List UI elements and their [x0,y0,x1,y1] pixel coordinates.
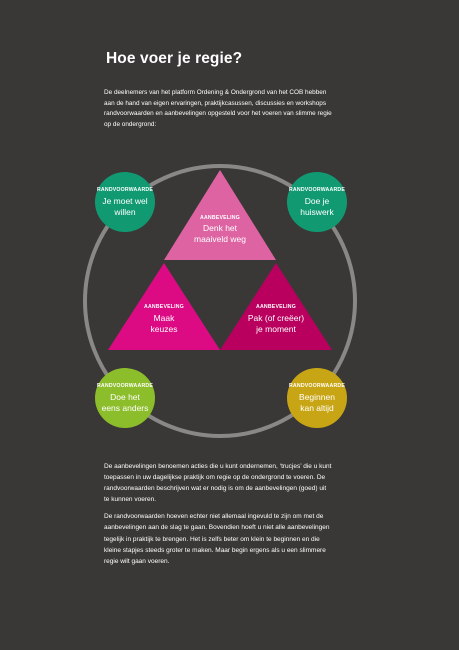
circle-label-line: Doe het [110,392,140,402]
circle-je-moet-wel-willen: RANDVOORWAARDE Je moet wel willen [95,172,155,232]
intro-line: De deelnemers van het platform Ordening … [104,89,327,96]
outer-ring [83,164,357,438]
circle-kicker: RANDVOORWAARDE [97,383,153,389]
triangle-kicker: AANBEVELING [200,215,240,221]
paragraph-line: toepassen in uw dagelijkse praktijk om r… [104,474,326,482]
circle-shape [95,368,155,428]
triangle-label-line: keuzes [151,324,178,334]
paragraph-line: randvoorwaarden beschrijven wat er nodig… [104,485,327,493]
circle-shape [287,172,347,232]
circle-kicker: RANDVOORWAARDE [289,383,345,389]
circle-doe-het-eens-anders: RANDVOORWAARDE Doe het eens anders [95,368,155,428]
circle-label-line: eens anders [102,403,149,413]
triangle-label-line: Pak (of creëer) [248,313,304,323]
triangle-label-line: maaiveld weg [194,234,246,244]
circle-beginnen-kan-altijd: RANDVOORWAARDE Beginnen kan altijd [287,368,347,428]
triangle-kicker: AANBEVELING [144,304,184,310]
circle-label-line: Je moet wel [102,196,147,206]
intro-line: randvoorwaarden en aanbevelingen opgeste… [104,110,332,118]
circle-label-line: kan altijd [300,403,334,413]
paragraph: De randvoorwaarden hoeven echter niet al… [104,511,370,566]
intro-text: De deelnemers van het platform Ordening … [104,88,368,130]
circle-label-line: willen [113,207,136,217]
triangle-denk-het-maaiveld-weg: AANBEVELING Denk het maaiveld weg [164,170,276,260]
triangle-label-line: je moment [255,324,296,334]
circle-shape [95,172,155,232]
triangle-label-line: Denk het [203,223,238,233]
circle-doe-je-huiswerk: RANDVOORWAARDE Doe je huiswerk [287,172,347,232]
circle-kicker: RANDVOORWAARDE [97,187,153,193]
paragraph-line: regie wilt gaan voeren. [104,557,170,565]
paragraph-line: kleine stapjes steeds groter te maken. M… [104,546,326,554]
triangle-maak-keuzes: AANBEVELING Maak keuzes [108,263,220,350]
triangle-shape [220,263,332,350]
body-text: De aanbevelingen benoemen acties die u k… [104,461,370,573]
triangle-label-line: Maak [154,313,176,323]
intro-line: aan de hand van eigen ervaringen, prakti… [104,99,327,107]
triangle-pak-je-moment: AANBEVELING Pak (of creëer) je moment [220,263,332,350]
triangle-kicker: AANBEVELING [256,304,296,310]
intro-line: op de ondergrond: [104,120,157,128]
paragraph-line: aanbevelingen aan de slag te gaan. Boven… [104,524,330,532]
paragraph-line: De aanbevelingen benoemen acties die u k… [104,463,332,470]
circle-label-line: Beginnen [299,392,335,402]
circle-kicker: RANDVOORWAARDE [289,187,345,193]
triangle-shape [164,170,276,260]
circle-label-line: huiswerk [300,207,334,217]
paragraph: De aanbevelingen benoemen acties die u k… [104,461,370,505]
paragraph-line: tegelijk in praktijk te brengen. Het is … [104,535,320,543]
paragraph-line: De randvoorwaarden hoeven echter niet al… [104,513,324,521]
paragraph-line: te kunnen voeren. [104,496,157,504]
page-title: Hoe voer je regie? [106,50,243,67]
circle-shape [287,368,347,428]
circle-label-line: Doe je [305,196,330,206]
triangle-shape [108,263,220,350]
